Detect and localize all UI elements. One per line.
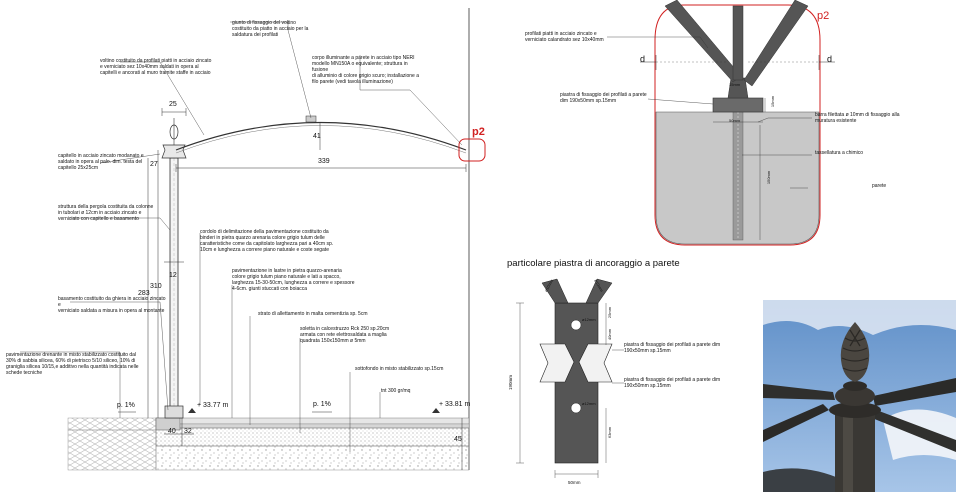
dim-d-right: d: [827, 54, 833, 64]
slope-2: p. 1%: [313, 401, 331, 408]
plate-detail: [516, 278, 624, 478]
wall-detail: [607, 0, 835, 246]
profile-right: [743, 0, 809, 87]
dim-310: 310: [150, 283, 162, 290]
note-corpo-illuminante: corpo illuminante a parete in acciaio ti…: [312, 55, 419, 85]
dim-40: 40: [168, 428, 176, 435]
dim-45: 45: [454, 436, 462, 443]
p2-marker: p2: [472, 126, 485, 138]
note-piastra-1: piastra di fissaggio dei profilati a par…: [624, 342, 721, 354]
bracket-left: [539, 343, 575, 383]
column-capital: [161, 144, 187, 159]
dim-339: 339: [318, 158, 330, 165]
finial-photo: [763, 300, 956, 492]
slope-1: p. 1%: [117, 402, 135, 409]
note-piastra-2: piastra di fissaggio dei profilati a par…: [624, 377, 721, 389]
dim-50mm: 50mm: [568, 480, 581, 485]
note-soletta: soletta in calcestruzzo Rck 250 sp.20cm …: [300, 326, 390, 344]
stabilized-subbase: [155, 445, 470, 471]
note-barra: barra filettata ø 10mm di fissaggio alla…: [815, 112, 900, 124]
elevation-1: + 33.77 m: [197, 402, 229, 409]
dim-27: 27: [150, 161, 158, 168]
drainage-paving: [67, 417, 157, 431]
note-capitello: capitello in acciaio zincato modanato e …: [58, 153, 144, 171]
note-voltino: voltino costituito da profilati piatti i…: [100, 58, 212, 76]
concrete-slab: [155, 427, 470, 447]
dim-12: 12: [169, 272, 177, 279]
note-pav-drenante: pavimentazione drenante in misto stabili…: [6, 352, 139, 376]
dim-283: 283: [138, 290, 150, 297]
dim-63mm: 63mm: [607, 426, 613, 439]
dim-25mm: 25mm: [607, 306, 613, 319]
dim-50: 50mm: [729, 118, 741, 123]
dim-15b: 15mm: [770, 95, 776, 108]
plate-detail-title: particolare piastra di ancoraggio a pare…: [507, 258, 680, 269]
note-tnt: tnt 300 gr/mq: [381, 388, 411, 394]
note-parete: parete: [872, 183, 887, 189]
note-cordolo: cordolo di delimitazione della pavimenta…: [200, 229, 334, 253]
dim-32: 32: [184, 428, 192, 435]
anchor-plate: [712, 97, 764, 113]
elevation-2: + 33.81 m: [439, 401, 471, 408]
bracket-right: [578, 343, 613, 383]
arch-joint: [305, 115, 317, 123]
dim-190mm: 190mm: [508, 374, 514, 391]
mortar-bed: [155, 423, 470, 429]
note-piastra: piastra di fissaggio dei profilati a par…: [560, 92, 647, 104]
note-basamento: basamento costituito da ghiera in acciai…: [58, 296, 166, 314]
note-giunto: giunto di fissaggio del voltino costitui…: [232, 20, 309, 38]
dim-12a: ø12mm: [582, 317, 596, 322]
note-strato: strato di allettamento in malta cementiz…: [258, 311, 368, 317]
dim-25: 25: [169, 101, 177, 108]
gravel-base: [67, 429, 157, 471]
bolt-hole-top: [570, 319, 582, 331]
p2-label: p2: [817, 10, 830, 22]
note-struttura: struttura della pergola costituita da co…: [58, 204, 154, 222]
dim-d-left: d: [640, 54, 646, 64]
stone-slabs: [155, 417, 470, 425]
column-base: [164, 405, 184, 419]
note-pavimentazione-lastre: pavimentazione in lastre in pietra quarz…: [232, 268, 355, 292]
note-tassellatura: tassellatura a chimico: [815, 150, 864, 156]
dim-41: 41: [313, 133, 321, 140]
bolt-hole-bottom: [570, 402, 582, 414]
note-profilati: profilati piatti in acciaio zincato e ve…: [525, 31, 604, 43]
dim-40mm: 40mm: [607, 328, 613, 341]
dim-15a: 15mm: [729, 82, 741, 87]
profile-center: [732, 5, 744, 81]
dim-150: 150mm: [766, 170, 772, 185]
dim-12b: ø12mm: [582, 401, 596, 406]
arch-voltino: [175, 121, 467, 151]
note-sottofondo: sottofondo in misto stabilizzato sp.15cm: [355, 366, 444, 372]
